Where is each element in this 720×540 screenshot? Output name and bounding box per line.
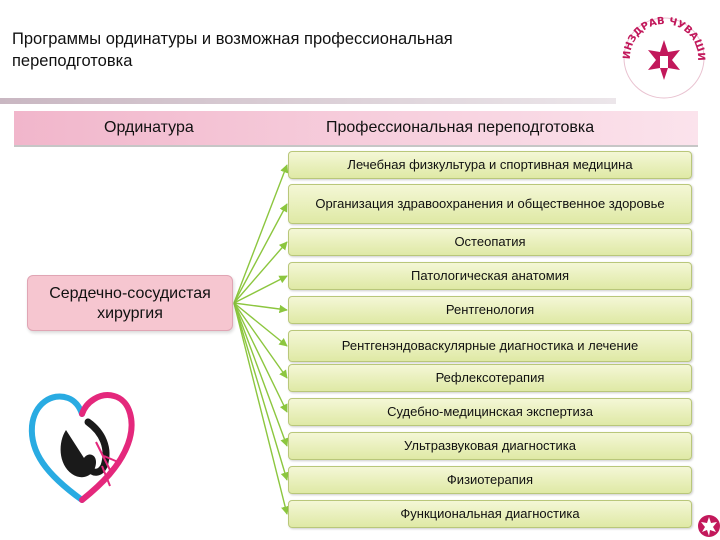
heart-icon <box>28 392 135 503</box>
program-item: Рентгенология <box>288 296 692 324</box>
program-item: Функциональная диагностика <box>288 500 692 528</box>
table-header: Ординатура Профессиональная переподготов… <box>14 111 698 147</box>
connector-arrow <box>233 302 290 515</box>
connector-arrow <box>233 164 289 304</box>
program-item: Патологическая анатомия <box>288 262 692 290</box>
connector-arrow <box>233 203 288 304</box>
connector-arrow <box>233 302 288 347</box>
flower-icon <box>698 515 720 537</box>
ministry-logo: МИНЗДРАВ ЧУВАШИИ <box>616 10 706 99</box>
connector-arrow <box>233 302 288 413</box>
title-divider <box>0 98 616 104</box>
header-residency: Ординатура <box>104 119 194 136</box>
connector-arrow <box>233 302 289 447</box>
connector-arrow <box>233 302 288 314</box>
program-item: Физиотерапия <box>288 466 692 494</box>
residency-box: Сердечно-сосудистая хирургия <box>27 275 233 331</box>
header-retraining: Профессиональная переподготовка <box>326 119 595 136</box>
page-title: Программы ординатуры и возможная професс… <box>12 30 453 70</box>
connector-arrow <box>233 302 288 379</box>
program-item: Рентгенэндоваскулярные диагностика и леч… <box>288 330 692 362</box>
program-item: Остеопатия <box>288 228 692 256</box>
program-item: Рефлексотерапия <box>288 364 692 392</box>
program-item: Судебно-медицинская экспертиза <box>288 398 692 426</box>
connector-arrow <box>233 241 288 304</box>
program-item: Лечебная физкультура и спортивная медици… <box>288 151 692 179</box>
connector-arrow <box>233 275 288 304</box>
program-item: Ультразвуковая диагностика <box>288 432 692 460</box>
connector-arrow <box>233 302 289 481</box>
program-item: Организация здравоохранения и общественн… <box>288 184 692 224</box>
